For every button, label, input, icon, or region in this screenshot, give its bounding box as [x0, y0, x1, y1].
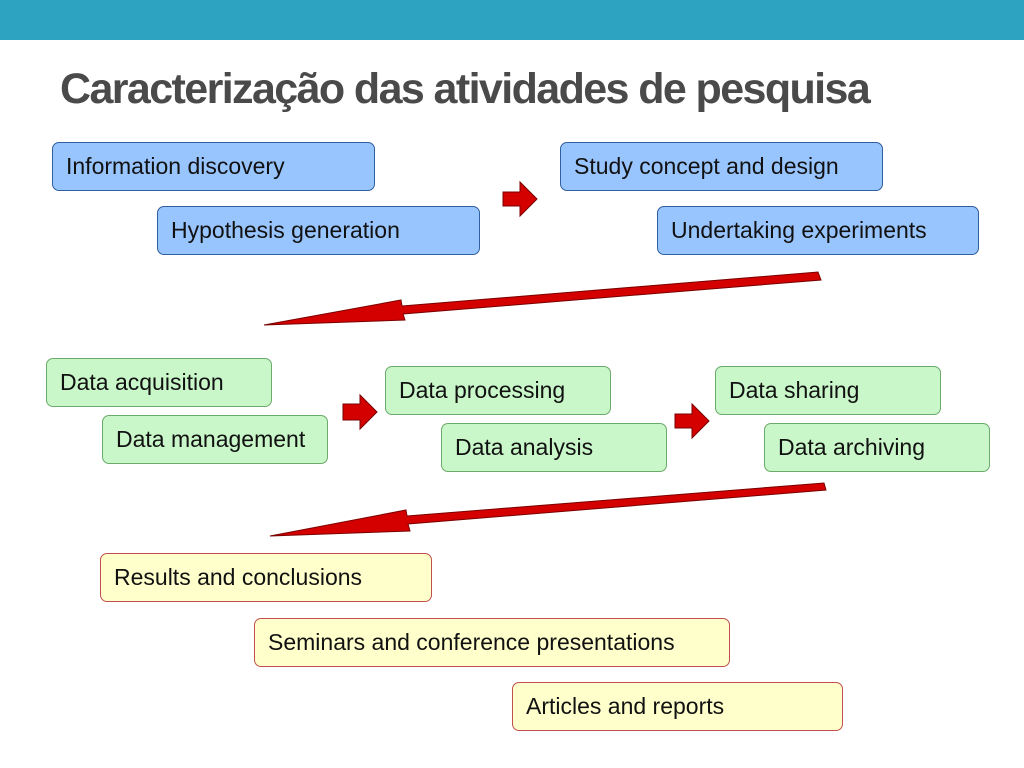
arrow-right-2: [342, 393, 378, 431]
box-data-analysis: Data analysis: [441, 423, 667, 472]
box-data-archiving: Data archiving: [764, 423, 990, 472]
slide-title: Caracterização das atividades de pesquis…: [60, 65, 871, 113]
box-data-sharing: Data sharing: [715, 366, 941, 415]
box-study-concept-and-design: Study concept and design: [560, 142, 883, 191]
box-seminars-and-conference-presentations: Seminars and conference presentations: [254, 618, 730, 667]
arrow-return-2: [269, 482, 827, 537]
header-bar: [0, 0, 1024, 40]
box-articles-and-reports: Articles and reports: [512, 682, 843, 731]
box-hypothesis-generation: Hypothesis generation: [157, 206, 480, 255]
box-data-acquisition: Data acquisition: [46, 358, 272, 407]
arrow-right-1: [502, 180, 538, 218]
arrow-return-1: [263, 271, 822, 326]
box-data-processing: Data processing: [385, 366, 611, 415]
arrow-right-3: [674, 402, 710, 440]
box-information-discovery: Information discovery: [52, 142, 375, 191]
box-results-and-conclusions: Results and conclusions: [100, 553, 432, 602]
box-undertaking-experiments: Undertaking experiments: [657, 206, 979, 255]
box-data-management: Data management: [102, 415, 328, 464]
